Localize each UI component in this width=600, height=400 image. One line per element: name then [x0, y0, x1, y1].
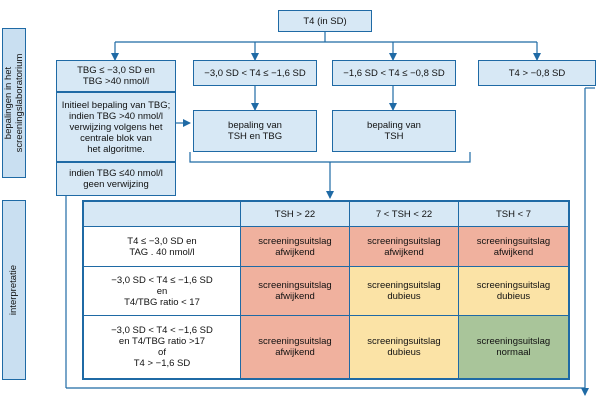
sidebar-laboratory	[2, 28, 26, 178]
table-row-label: T4 ≤ −3,0 SD en TAG . 40 nmol/l	[83, 226, 241, 267]
result-cell-line-2: afwijkend	[275, 347, 315, 358]
result-cell-afwijkend: screeningsuitslag afwijkend	[240, 266, 350, 316]
row-2-label-line-1: −3,0 SD < T4 ≤ −1,6 SD	[111, 274, 213, 286]
branch-1-note-line-2: geen verwijzing	[83, 179, 149, 190]
action-2-line-1: bepaling van	[228, 120, 282, 131]
result-cell-dubieus: screeningsuitslag dubieus	[458, 266, 569, 316]
result-cell-line-2: dubieus	[387, 291, 421, 302]
result-cell-afwijkend: screeningsuitslag afwijkend	[240, 226, 350, 267]
result-cell-line-2: normaal	[496, 347, 531, 358]
branch-4-box: T4 > −0,8 SD	[478, 60, 596, 86]
branch-2-label: −3,0 SD < T4 ≤ −1,6 SD	[204, 67, 306, 79]
row-3-label-line-4: T4 > −1,6 SD	[133, 358, 191, 369]
column-header-3-label: TSH < 7	[495, 208, 532, 220]
action-3-line-1: bepaling van	[367, 120, 421, 131]
interpretation-table: TSH > 22 7 < TSH < 22 TSH < 7 T4 ≤ −3,0 …	[82, 200, 570, 380]
result-cell-afwijkend: screeningsuitslag afwijkend	[349, 226, 459, 267]
table-column-header: 7 < TSH < 22	[349, 201, 459, 227]
branch-4-label: T4 > −0,8 SD	[508, 67, 566, 79]
result-cell-line-2: afwijkend	[384, 246, 424, 258]
result-cell-line-1: screeningsuitslag	[476, 336, 551, 347]
root-box: T4 (in SD)	[278, 10, 372, 32]
result-cell-line-2: afwijkend	[275, 246, 315, 258]
column-header-1-label: TSH > 22	[274, 208, 316, 220]
result-cell-line-2: afwijkend	[493, 246, 534, 258]
branch-3-box: −1,6 SD < T4 ≤ −0,8 SD	[332, 60, 456, 86]
sidebar-interpretation	[2, 200, 26, 380]
branch-3-label: −1,6 SD < T4 ≤ −0,8 SD	[343, 67, 445, 79]
branch-1-note-line-1: indien TBG ≤40 nmol/l	[69, 168, 163, 179]
root-label: T4 (in SD)	[303, 15, 347, 27]
column-header-2-label: 7 < TSH < 22	[375, 208, 433, 220]
connector-action-bracket	[189, 152, 471, 163]
result-cell-line-1: screeningsuitslag	[476, 280, 551, 291]
result-cell-normaal: screeningsuitslag normaal	[458, 315, 569, 379]
table-column-header: TSH > 22	[240, 201, 350, 227]
result-cell-line-1: screeningsuitslag	[258, 235, 332, 247]
action-3-box: bepaling van TSH	[332, 110, 456, 152]
row-3-label-line-1: −3,0 SD < T4 < −1,6 SD	[111, 325, 213, 336]
result-cell-line-1: screeningsuitslag	[258, 280, 332, 291]
action-3-line-2: TSH	[384, 131, 404, 142]
result-cell-line-1: screeningsuitslag	[367, 235, 441, 247]
result-cell-dubieus: screeningsuitslag dubieus	[349, 315, 459, 379]
branch-1-line-1: TBG ≤ −3,0 SD en	[77, 65, 155, 76]
table-corner	[83, 201, 241, 227]
row-2-label-line-3: T4/TBG ratio < 17	[124, 296, 200, 308]
branch-1-box: TBG ≤ −3,0 SD en TBG >40 nmol/l	[56, 60, 176, 92]
action-2-line-2: TSH en TBG	[227, 131, 283, 142]
row-3-label-line-3: of	[158, 347, 166, 358]
table-column-header: TSH < 7	[458, 201, 569, 227]
branch-1-line-2: TBG >40 nmol/l	[82, 76, 150, 87]
result-cell-line-2: afwijkend	[275, 291, 315, 302]
result-cell-line-1: screeningsuitslag	[367, 336, 441, 347]
branch-1-detail-line-1: Initieel bepaling van TBG;	[61, 99, 171, 111]
branch-1-detail-line-5: het algoritme.	[87, 143, 145, 155]
branch-1-detail-box: Initieel bepaling van TBG; indien TBG >4…	[56, 92, 176, 162]
row-1-label-line-2: TAG . 40 nmol/l	[129, 246, 195, 258]
result-cell-line-1: screeningsuitslag	[258, 336, 332, 347]
result-cell-line-2: dubieus	[496, 291, 531, 302]
table-row-label: −3,0 SD < T4 < −1,6 SD en T4/TBG ratio >…	[83, 315, 241, 379]
branch-2-box: −3,0 SD < T4 ≤ −1,6 SD	[193, 60, 317, 86]
table-row-label: −3,0 SD < T4 ≤ −1,6 SD en T4/TBG ratio <…	[83, 266, 241, 316]
branch-1-note-box: indien TBG ≤40 nmol/l geen verwijzing	[56, 162, 176, 196]
result-cell-line-1: screeningsuitslag	[476, 235, 551, 247]
branch-1-detail-line-2: indien TBG >40 nmol/l	[68, 110, 164, 122]
branch-1-detail-line-3: verwijzing volgens het	[69, 121, 163, 133]
result-cell-afwijkend: screeningsuitslag afwijkend	[240, 315, 350, 379]
row-2-label-line-2: en	[156, 285, 168, 297]
result-cell-line-2: dubieus	[387, 347, 421, 358]
result-cell-afwijkend: screeningsuitslag afwijkend	[458, 226, 569, 267]
action-2-box: bepaling van TSH en TBG	[193, 110, 317, 152]
row-1-label-line-1: T4 ≤ −3,0 SD en	[127, 235, 197, 247]
result-cell-dubieus: screeningsuitslag dubieus	[349, 266, 459, 316]
row-3-label-line-2: en T4/TBG ratio >17	[118, 336, 206, 347]
branch-1-detail-line-4: centrale blok van	[80, 132, 152, 144]
result-cell-line-1: screeningsuitslag	[367, 280, 441, 291]
